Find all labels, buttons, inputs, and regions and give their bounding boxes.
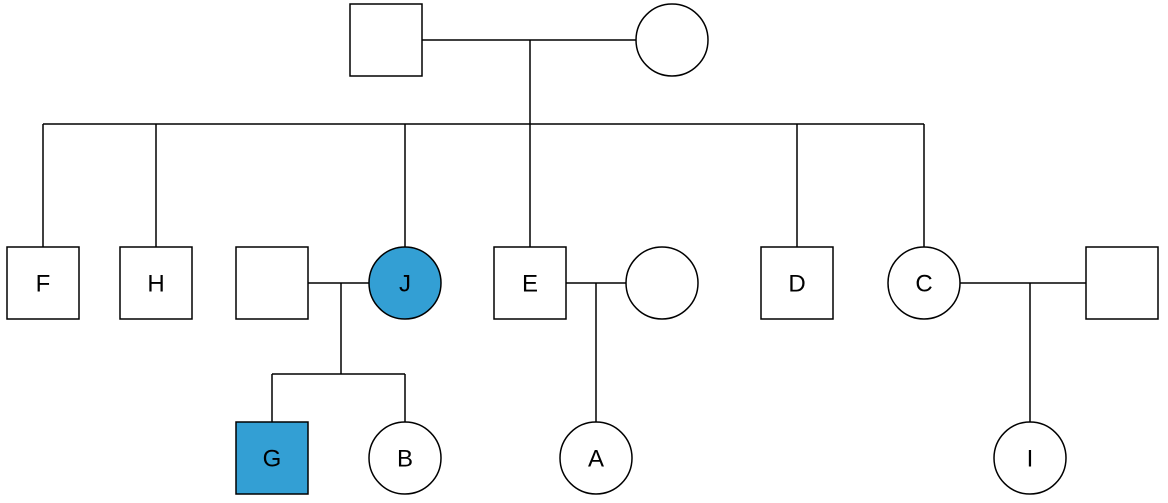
individual-label-D: D bbox=[788, 271, 805, 298]
male-square bbox=[235, 246, 309, 320]
male-square bbox=[760, 246, 834, 320]
pedigree-individuals: F H J E D C G B A I bbox=[6, 3, 1159, 495]
male-square bbox=[349, 3, 423, 77]
individual-D: D bbox=[760, 246, 834, 320]
male-square bbox=[119, 246, 193, 320]
individual-G: G bbox=[235, 421, 309, 495]
individual-gen1-male bbox=[349, 3, 423, 77]
female-circle bbox=[887, 246, 961, 320]
individual-I: I bbox=[993, 421, 1067, 495]
individual-E: E bbox=[493, 246, 567, 320]
male-square bbox=[493, 246, 567, 320]
female-circle bbox=[993, 421, 1067, 495]
individual-C: C bbox=[887, 246, 961, 320]
female-circle bbox=[625, 246, 699, 320]
individual-B: B bbox=[368, 421, 442, 495]
affected-male-square bbox=[235, 421, 309, 495]
male-square bbox=[6, 246, 80, 320]
individual-label-B: B bbox=[397, 446, 413, 473]
individual-label-E: E bbox=[522, 271, 538, 298]
female-circle bbox=[368, 421, 442, 495]
individual-c-spouse bbox=[1085, 246, 1159, 320]
male-square bbox=[1085, 246, 1159, 320]
individual-e-spouse bbox=[625, 246, 699, 320]
female-circle bbox=[635, 3, 709, 77]
individual-J: J bbox=[368, 246, 442, 320]
individual-label-G: G bbox=[263, 446, 282, 473]
individual-label-I: I bbox=[1027, 446, 1034, 473]
individual-label-C: C bbox=[915, 271, 932, 298]
individual-gen1-female bbox=[635, 3, 709, 77]
pedigree-lines bbox=[42, 39, 1086, 422]
individual-label-J: J bbox=[399, 271, 411, 298]
individual-A: A bbox=[559, 421, 633, 495]
individual-F: F bbox=[6, 246, 80, 320]
individual-j-spouse bbox=[235, 246, 309, 320]
female-circle bbox=[559, 421, 633, 495]
individual-label-A: A bbox=[588, 446, 604, 473]
individual-label-H: H bbox=[147, 271, 164, 298]
affected-female-circle bbox=[368, 246, 442, 320]
individual-label-F: F bbox=[36, 271, 51, 298]
individual-H: H bbox=[119, 246, 193, 320]
